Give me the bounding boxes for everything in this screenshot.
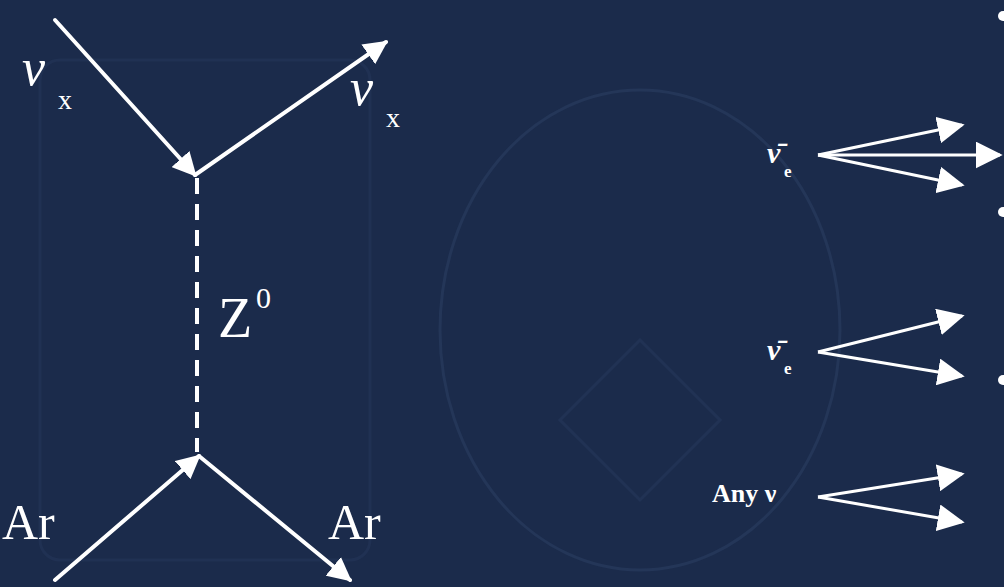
outgoing-neutrino bbox=[195, 42, 386, 175]
subscript: e bbox=[784, 360, 792, 377]
nucleus-label: Ar bbox=[2, 497, 55, 547]
particle-symbol: ν bbox=[22, 42, 45, 94]
subscript: x bbox=[386, 104, 400, 132]
particle-symbol: ν̄ bbox=[767, 335, 780, 365]
boson-symbol: Z bbox=[218, 290, 252, 346]
nucleus-label: Ar bbox=[328, 497, 381, 547]
bullet-dots bbox=[998, 11, 1004, 385]
particle-symbol: ν̄ bbox=[767, 138, 780, 168]
z-boson-propagator bbox=[195, 178, 199, 452]
incoming-argon bbox=[55, 456, 199, 580]
outgoing-argon bbox=[199, 456, 350, 580]
particle-symbol: ν bbox=[350, 62, 373, 114]
superscript: 0 bbox=[256, 283, 271, 313]
subscript: e bbox=[784, 163, 792, 180]
emission-symbols bbox=[818, 125, 1000, 522]
feynman-lines bbox=[55, 20, 386, 580]
incoming-neutrino bbox=[55, 20, 195, 175]
process-label: Any ν bbox=[712, 481, 776, 507]
subscript: x bbox=[58, 86, 72, 114]
